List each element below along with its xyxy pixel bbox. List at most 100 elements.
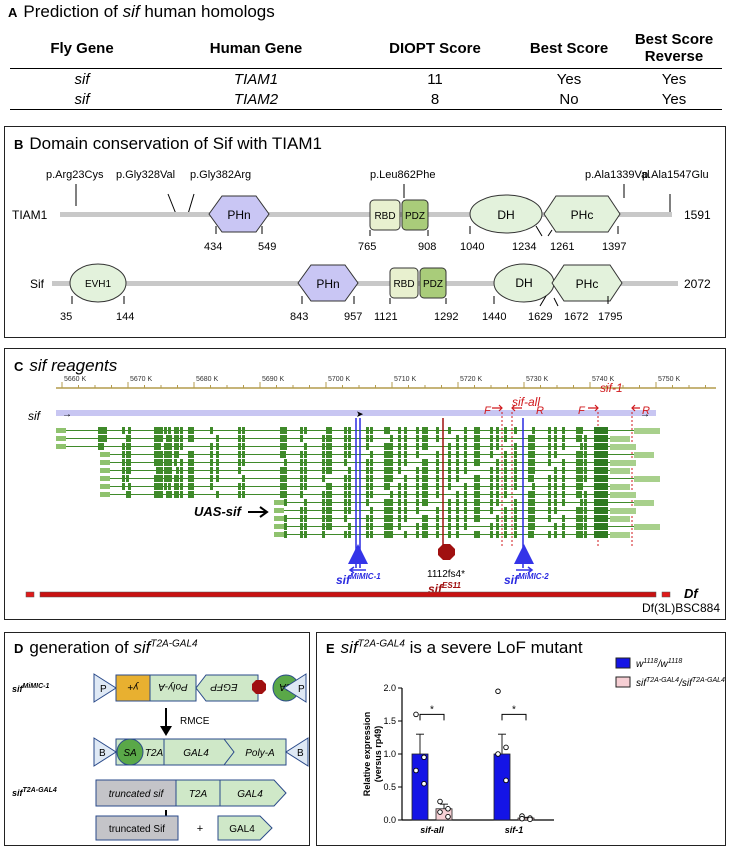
domain-pdz: [401, 199, 429, 231]
exon: [398, 427, 401, 434]
exon: [384, 427, 390, 434]
exon: [504, 507, 507, 514]
exon: [126, 459, 129, 466]
significance-star: *: [512, 704, 516, 715]
exon: [164, 475, 167, 482]
df-right-stub: [661, 591, 671, 598]
exon: [160, 451, 163, 458]
exon: [156, 427, 159, 434]
exon: [584, 499, 587, 506]
exon: [474, 443, 480, 450]
exon: [554, 507, 557, 514]
exon: [562, 515, 565, 522]
table-cell: TIAM1: [233, 70, 279, 88]
exon: [562, 531, 565, 538]
exon: [322, 499, 325, 506]
truncated-sif-box: [95, 779, 177, 807]
exon: [128, 467, 131, 474]
table-row: sif TIAM2 8 No Yes: [10, 89, 722, 110]
exon: [180, 443, 183, 450]
exon: [528, 499, 534, 506]
exon: [128, 491, 131, 498]
exon: [464, 451, 467, 458]
exon: [326, 427, 332, 434]
exon: [160, 483, 163, 490]
exon: [554, 467, 557, 474]
exon: [580, 443, 583, 450]
exon: [490, 531, 493, 538]
exon: [176, 467, 179, 474]
exon: [156, 467, 159, 474]
domain-evh1: [69, 263, 127, 303]
strand-arrow: ➤: [356, 409, 364, 419]
exon: [584, 443, 587, 450]
exon: [122, 475, 125, 482]
exon: [158, 435, 161, 442]
exon: [348, 443, 351, 450]
exon: [448, 531, 451, 538]
exon: [464, 499, 467, 506]
domain-label: RBD: [374, 211, 395, 222]
exon: [304, 459, 307, 466]
exon: [280, 483, 286, 490]
exon: [176, 435, 179, 442]
exon: [456, 443, 459, 450]
exon: [584, 491, 587, 498]
cassette-diagram: sifMiMIC-1 P y+ Poly-A EGFP SA P RMCE B …: [12, 673, 309, 841]
mimic-2-triangle-icon: [514, 544, 534, 564]
exon: [436, 427, 439, 434]
exon: [448, 451, 451, 458]
cassette-label: B: [297, 748, 304, 759]
exon: [344, 483, 347, 490]
exon: [156, 483, 159, 490]
strand-arrow: →: [640, 409, 650, 420]
ruler-label: 5700 K: [328, 376, 351, 383]
exon: [490, 491, 493, 498]
exon: [528, 531, 534, 538]
exon: [448, 459, 451, 466]
exon: [496, 483, 499, 490]
exon: [238, 491, 241, 498]
bar: [411, 753, 429, 821]
panel-b-box: [4, 126, 726, 338]
utr-block: [610, 460, 636, 466]
cassette-label: Poly-A: [245, 748, 275, 759]
exon: [464, 443, 467, 450]
position-label: 1234: [512, 241, 536, 253]
exon: [584, 507, 587, 514]
exon: [532, 507, 535, 514]
df-left-stub: [25, 591, 35, 598]
exon: [554, 443, 557, 450]
exon: [174, 483, 177, 490]
exon: [280, 435, 286, 442]
exon: [370, 531, 373, 538]
exon: [554, 491, 557, 498]
exon: [554, 451, 557, 458]
exon: [490, 523, 493, 530]
exon: [422, 467, 428, 474]
exon: [504, 451, 507, 458]
exon: [174, 459, 177, 466]
exon: [448, 427, 451, 434]
exon: [370, 435, 373, 442]
exon: [548, 491, 551, 498]
bar: [493, 753, 511, 821]
exon: [456, 459, 459, 466]
table-header-row: Fly Gene Human Gene DIOPT Score Best Sco…: [10, 28, 722, 69]
data-point: [503, 744, 509, 751]
exon: [180, 427, 183, 434]
exon: [326, 523, 332, 530]
exon: [562, 491, 565, 498]
exon: [398, 483, 401, 490]
panel-d-box: [4, 632, 310, 846]
header-best-score-reverse: Best Score Reverse: [626, 28, 722, 69]
exon: [210, 475, 213, 482]
significance-star: *: [430, 704, 434, 715]
exon: [514, 515, 517, 522]
primer-r: R: [642, 405, 650, 417]
exon: [448, 515, 451, 522]
exon: [176, 483, 179, 490]
domain-diagram: p.Arg23Cys p.Gly328Val p.Gly382Arg p.Leu…: [12, 169, 711, 323]
